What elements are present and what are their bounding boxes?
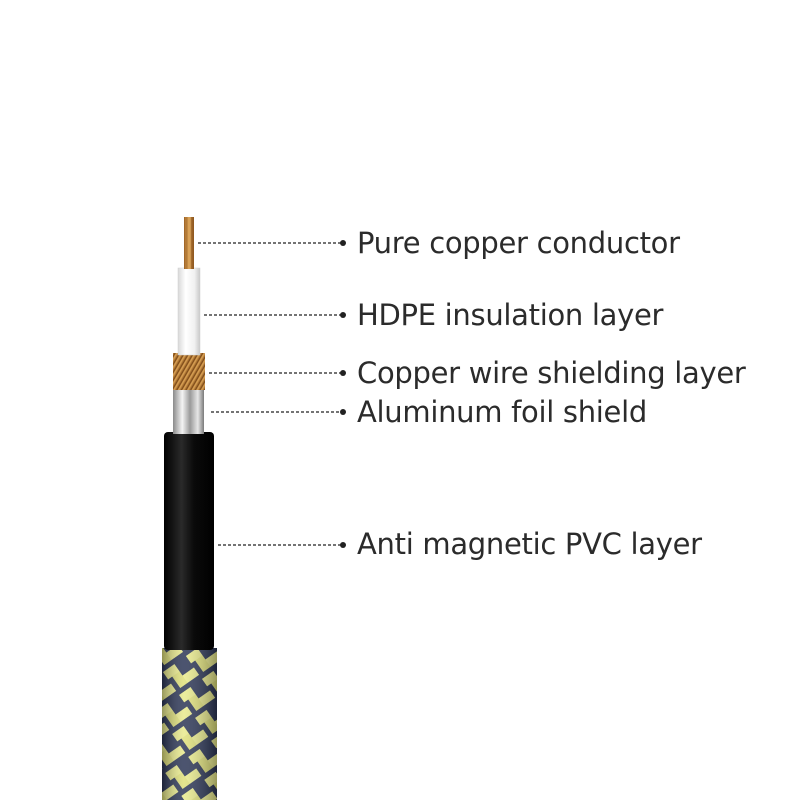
braided-sleeve — [162, 648, 217, 800]
leader-dot — [340, 240, 346, 246]
label-copper-shield: Copper wire shielding layer — [357, 356, 746, 390]
leader-dot — [340, 409, 346, 415]
copper-shield — [173, 353, 205, 390]
label-conductor: Pure copper conductor — [357, 226, 680, 260]
leader-dot — [340, 542, 346, 548]
hdpe-insulation — [177, 267, 201, 356]
aluminum-foil — [173, 389, 204, 434]
pvc-jacket — [164, 432, 214, 650]
leader-dot — [340, 370, 346, 376]
leader-dot — [340, 312, 346, 318]
copper-conductor — [184, 217, 194, 269]
label-insulation: HDPE insulation layer — [357, 298, 664, 332]
label-foil-shield: Aluminum foil shield — [357, 395, 647, 429]
label-pvc: Anti magnetic PVC layer — [357, 527, 702, 561]
